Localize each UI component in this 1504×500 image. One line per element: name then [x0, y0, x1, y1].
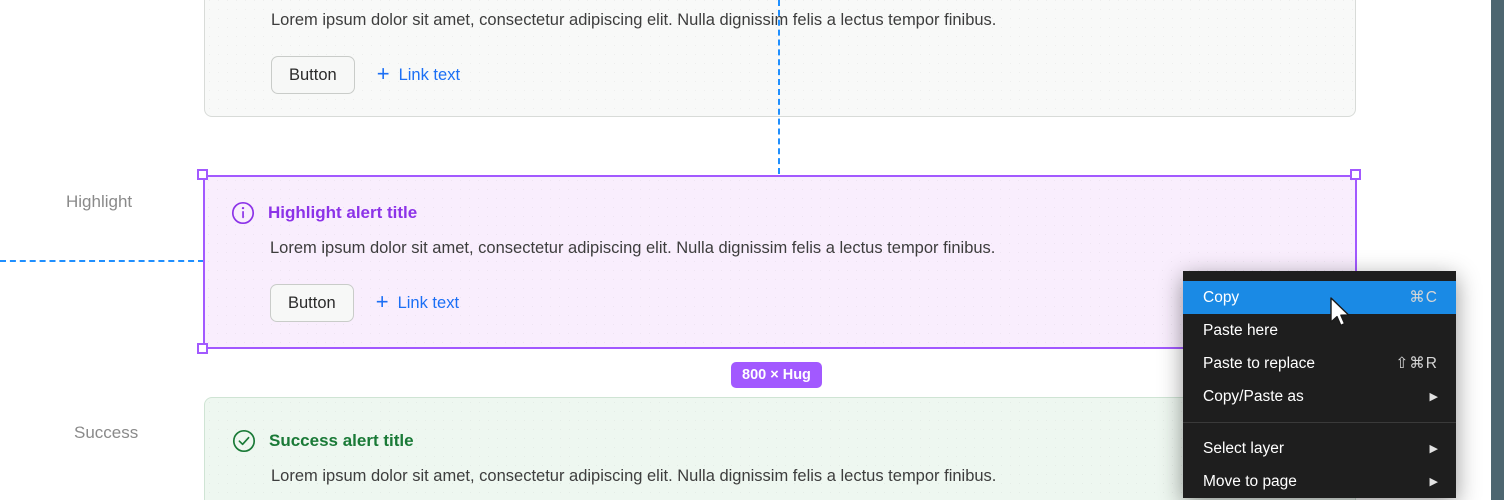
- context-menu[interactable]: Copy ⌘C Paste here Paste to replace ⇧⌘R …: [1183, 271, 1456, 498]
- menu-item-shortcut: ⇧⌘R: [1395, 355, 1438, 372]
- resize-handle-bottom-left[interactable]: [197, 343, 208, 354]
- menu-item-label: Paste to replace: [1203, 354, 1316, 372]
- alert-body-highlight: Lorem ipsum dolor sit amet, consectetur …: [270, 239, 996, 257]
- alert-button-neutral[interactable]: Button: [271, 56, 355, 94]
- alert-title-success: Success alert title: [269, 431, 414, 450]
- alert-actions-neutral: Button + Link text: [271, 56, 460, 94]
- alert-body-neutral: Lorem ipsum dolor sit amet, consectetur …: [271, 11, 997, 29]
- menu-item-label: Move to page: [1203, 472, 1297, 490]
- alert-card-success[interactable]: Success alert title Lorem ipsum dolor si…: [204, 397, 1356, 500]
- alert-link-neutral[interactable]: + Link text: [376, 61, 461, 86]
- menu-separator: [1183, 422, 1456, 423]
- alert-actions-highlight: Button + Link text: [270, 284, 459, 322]
- menu-item-label: Select layer: [1203, 439, 1284, 457]
- row-label-highlight: Highlight: [66, 192, 133, 211]
- row-label-success: Success: [74, 423, 139, 442]
- smart-guide-horizontal: [0, 260, 204, 262]
- alert-header-highlight: Highlight alert title: [230, 200, 417, 226]
- chevron-right-icon: ▶: [1429, 391, 1438, 403]
- chevron-right-icon: ▶: [1429, 476, 1438, 488]
- smart-guide-vertical: [778, 0, 780, 174]
- alert-card-neutral[interactable]: Lorem ipsum dolor sit amet, consectetur …: [204, 0, 1356, 117]
- plus-icon: +: [376, 61, 390, 86]
- menu-item-paste-here[interactable]: Paste here: [1183, 314, 1456, 347]
- plus-icon: +: [375, 289, 389, 314]
- menu-item-shortcut: ⌘C: [1409, 289, 1438, 306]
- right-panel-edge: [1491, 0, 1504, 500]
- menu-item-label: Paste here: [1203, 321, 1278, 339]
- alert-link-label-neutral: Link text: [398, 65, 461, 84]
- alert-link-highlight[interactable]: + Link text: [375, 289, 460, 314]
- alert-card-highlight[interactable]: Highlight alert title Lorem ipsum dolor …: [204, 176, 1356, 348]
- alert-body-success: Lorem ipsum dolor sit amet, consectetur …: [271, 467, 997, 485]
- check-circle-icon: [231, 428, 257, 454]
- alert-header-success: Success alert title: [231, 428, 414, 454]
- alert-button-highlight[interactable]: Button: [270, 284, 354, 322]
- selection-size-badge: 800 × Hug: [731, 362, 822, 388]
- menu-item-paste-to-replace[interactable]: Paste to replace ⇧⌘R: [1183, 347, 1456, 380]
- resize-handle-top-right[interactable]: [1350, 169, 1361, 180]
- menu-item-move-to-page[interactable]: Move to page ▶: [1183, 465, 1456, 498]
- alert-title-highlight: Highlight alert title: [268, 203, 418, 222]
- menu-item-copy[interactable]: Copy ⌘C: [1183, 281, 1456, 314]
- menu-item-label: Copy: [1203, 288, 1240, 306]
- resize-handle-top-left[interactable]: [197, 169, 208, 180]
- menu-item-copy-paste-as[interactable]: Copy/Paste as ▶: [1183, 380, 1456, 413]
- alert-link-label-highlight: Link text: [397, 293, 460, 312]
- menu-item-label: Copy/Paste as: [1203, 387, 1304, 405]
- menu-item-select-layer[interactable]: Select layer ▶: [1183, 432, 1456, 465]
- chevron-right-icon: ▶: [1429, 443, 1438, 455]
- info-icon: [230, 200, 256, 226]
